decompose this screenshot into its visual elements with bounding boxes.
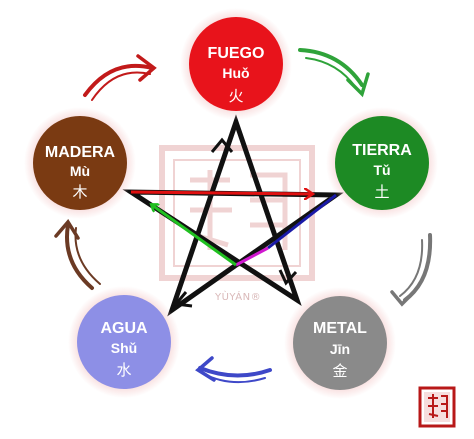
element-hanzi: 火 — [228, 87, 243, 105]
element-fuego[interactable]: FUEGO Huǒ 火 — [180, 8, 292, 120]
element-pinyin: Jīn — [330, 341, 350, 357]
seal-stamp-logo — [418, 386, 456, 428]
element-name: METAL — [313, 320, 367, 337]
element-name: TIERRA — [352, 142, 412, 159]
cycle-arrow-metal-agua — [195, 356, 272, 384]
cycle-arrow-fuego-tierra — [298, 48, 370, 98]
element-hanzi: 水 — [116, 361, 131, 379]
control-line-green — [152, 205, 237, 267]
element-pinyin: Tǔ — [373, 162, 390, 178]
brand-label: YÙYÁN® — [214, 290, 261, 303]
element-tierra[interactable]: TIERRA Tǔ 土 — [326, 107, 438, 219]
control-star — [122, 114, 344, 317]
element-hanzi: 金 — [332, 362, 347, 380]
element-pinyin: Huǒ — [222, 65, 249, 81]
element-pinyin: Mù — [70, 163, 90, 179]
element-name: MADERA — [45, 144, 116, 161]
element-name: FUEGO — [208, 45, 265, 62]
element-hanzi: 土 — [374, 183, 389, 201]
cycle-arrow-agua-madera — [54, 219, 101, 290]
cycle-arrow-madera-fuego — [83, 54, 157, 101]
element-madera[interactable]: MADERA Mù 木 — [24, 107, 136, 219]
cycle-arrow-tierra-metal — [390, 233, 433, 307]
control-line-red — [130, 192, 312, 194]
control-line-magenta — [235, 246, 269, 267]
element-agua[interactable]: AGUA Shǔ 水 — [68, 286, 180, 398]
element-pinyin: Shǔ — [111, 340, 137, 356]
element-name: AGUA — [100, 320, 148, 337]
element-metal[interactable]: METAL Jīn 金 — [284, 287, 396, 399]
element-hanzi: 木 — [72, 183, 87, 201]
control-line-blue — [267, 193, 337, 250]
